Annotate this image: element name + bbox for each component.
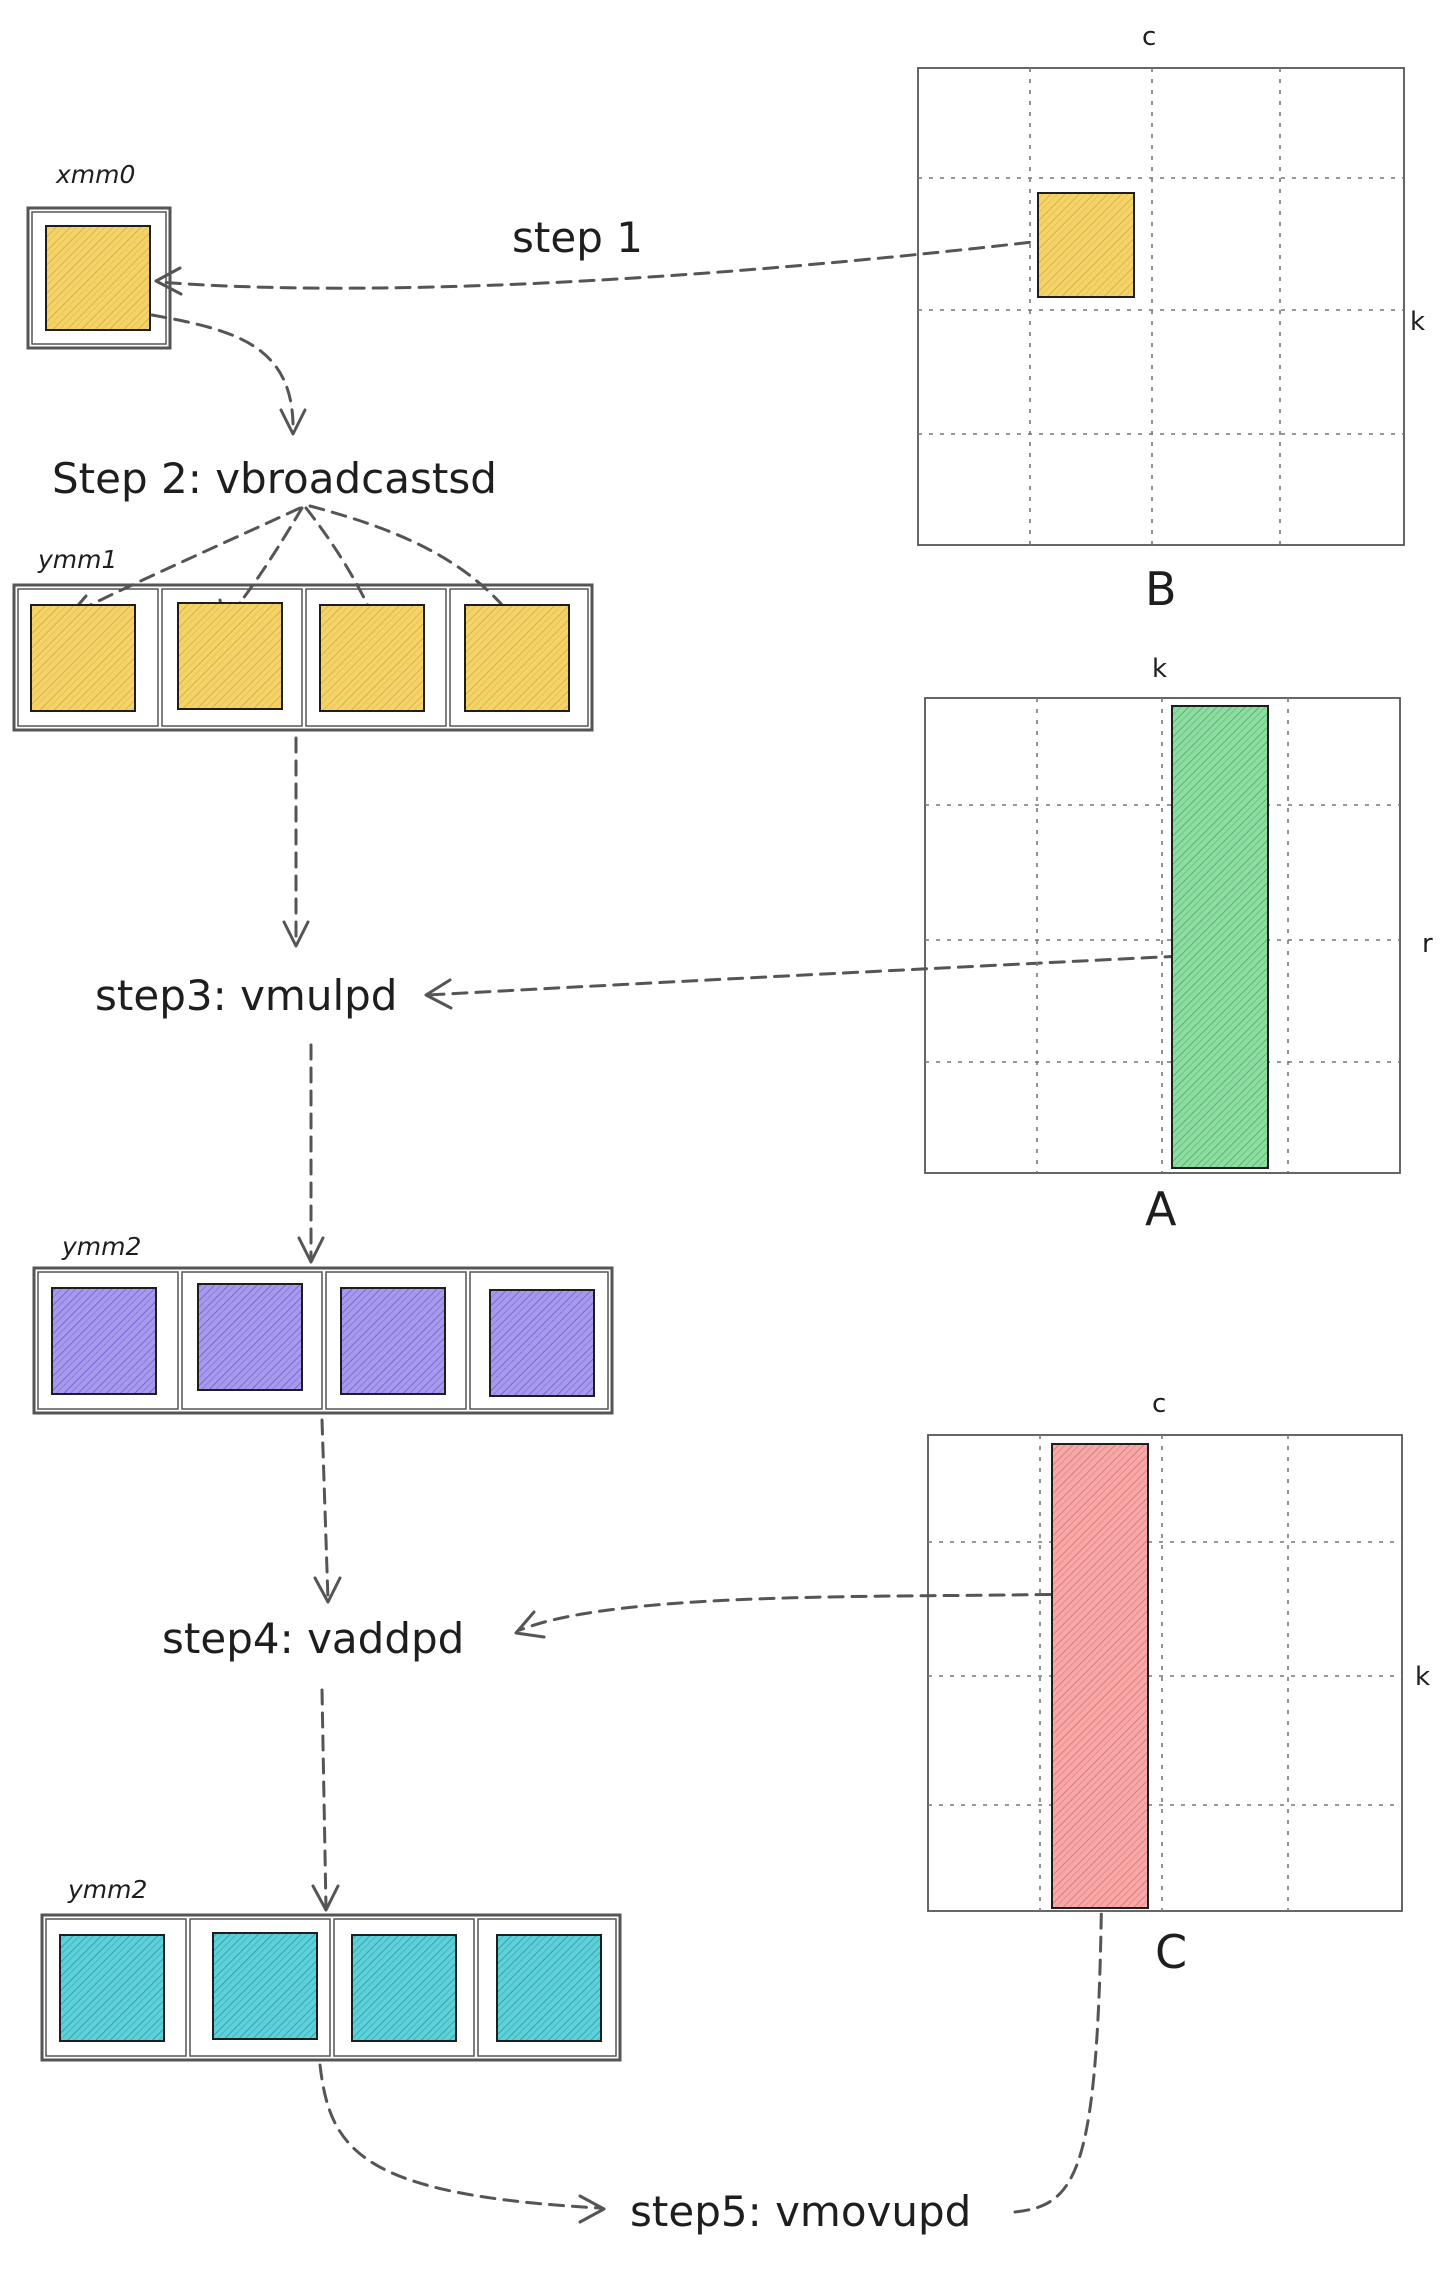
ymm2-add-lane-2: [213, 1933, 317, 2039]
ymm2-mul-lane-3: [341, 1288, 445, 1394]
ymm2-mul-lane-2: [198, 1284, 302, 1390]
matrix-A-name: A: [1145, 1182, 1177, 1236]
matrix-A-column: [1172, 706, 1268, 1168]
step1-label: step 1: [512, 213, 643, 262]
matrix-C-name: C: [1155, 1925, 1187, 1979]
ymm2-mul-frame: [32, 1266, 614, 1415]
ymm2-mul-register: ymm2: [32, 1232, 614, 1415]
step4-to-ymm2-arrow: [311, 1688, 340, 1912]
ymm1-lane-1: [31, 605, 135, 711]
ymm2-mul-lane-4: [490, 1290, 594, 1396]
matrix-B-name: B: [1145, 562, 1177, 616]
ymm1-lane-2: [178, 603, 282, 709]
step2-label: Step 2: vbroadcastsd: [52, 454, 497, 503]
xmm0-cell: [46, 226, 150, 330]
broadcast-arrows: [66, 504, 527, 636]
matrix-A-side-label: r: [1422, 929, 1433, 959]
matrix-C-frame: [927, 1434, 1403, 1912]
matrix-A-frame: [924, 697, 1401, 1174]
matrix-B-frame: [917, 67, 1405, 546]
step4-arrow-from-C: [514, 1592, 1075, 1639]
step1-arrow: [154, 235, 1077, 296]
matrix-A: k r A: [924, 654, 1433, 1236]
ymm1-label: ymm1: [37, 545, 117, 574]
ymm2-add-register: ymm2: [40, 1875, 622, 2062]
matrix-B-element: [1038, 193, 1134, 297]
step3-arrow-from-A: [424, 953, 1204, 1010]
matrix-A-top-label: k: [1152, 654, 1167, 684]
xmm0-register: xmm0: [26, 160, 172, 350]
matrix-C-side-label: k: [1415, 1662, 1430, 1692]
step3-label: step3: vmulpd: [95, 971, 397, 1020]
xmm0-label: xmm0: [55, 160, 135, 189]
step5-label: step5: vmovupd: [630, 2187, 971, 2236]
ymm2-mul-lane-1: [52, 1288, 156, 1394]
matrix-B: c k B: [917, 22, 1425, 616]
ymm2-to-step5-arrow: [318, 2063, 606, 2224]
ymm1-frame: [12, 583, 594, 732]
ymm1-lane-3: [320, 605, 424, 711]
ymm2-add-label: ymm2: [67, 1875, 147, 1904]
xmm0-frame: [26, 206, 172, 350]
ymm2-add-frame: [40, 1913, 622, 2062]
ymm2-add-lane-4: [497, 1935, 601, 2041]
ymm1-lane-4: [465, 605, 569, 711]
ymm2-mul-label: ymm2: [61, 1232, 141, 1261]
ymm2-to-step4-arrow: [313, 1418, 342, 1604]
matrix-C-column: [1052, 1444, 1148, 1908]
ymm2-add-lane-1: [60, 1935, 164, 2041]
matrix-B-side-label: k: [1410, 307, 1425, 337]
matrix-C: c k C: [927, 1389, 1430, 1979]
matrix-C-top-label: c: [1152, 1389, 1166, 1419]
xmm0-to-step2-arrow: [150, 313, 307, 436]
step4-label: step4: vaddpd: [162, 1614, 464, 1663]
step3-to-ymm2-arrow: [297, 1043, 325, 1264]
ymm1-to-step3-arrow: [282, 736, 310, 948]
matrix-B-top-label: c: [1142, 22, 1156, 52]
ymm2-add-lane-3: [352, 1935, 456, 2041]
ymm1-register: ymm1: [12, 545, 594, 732]
